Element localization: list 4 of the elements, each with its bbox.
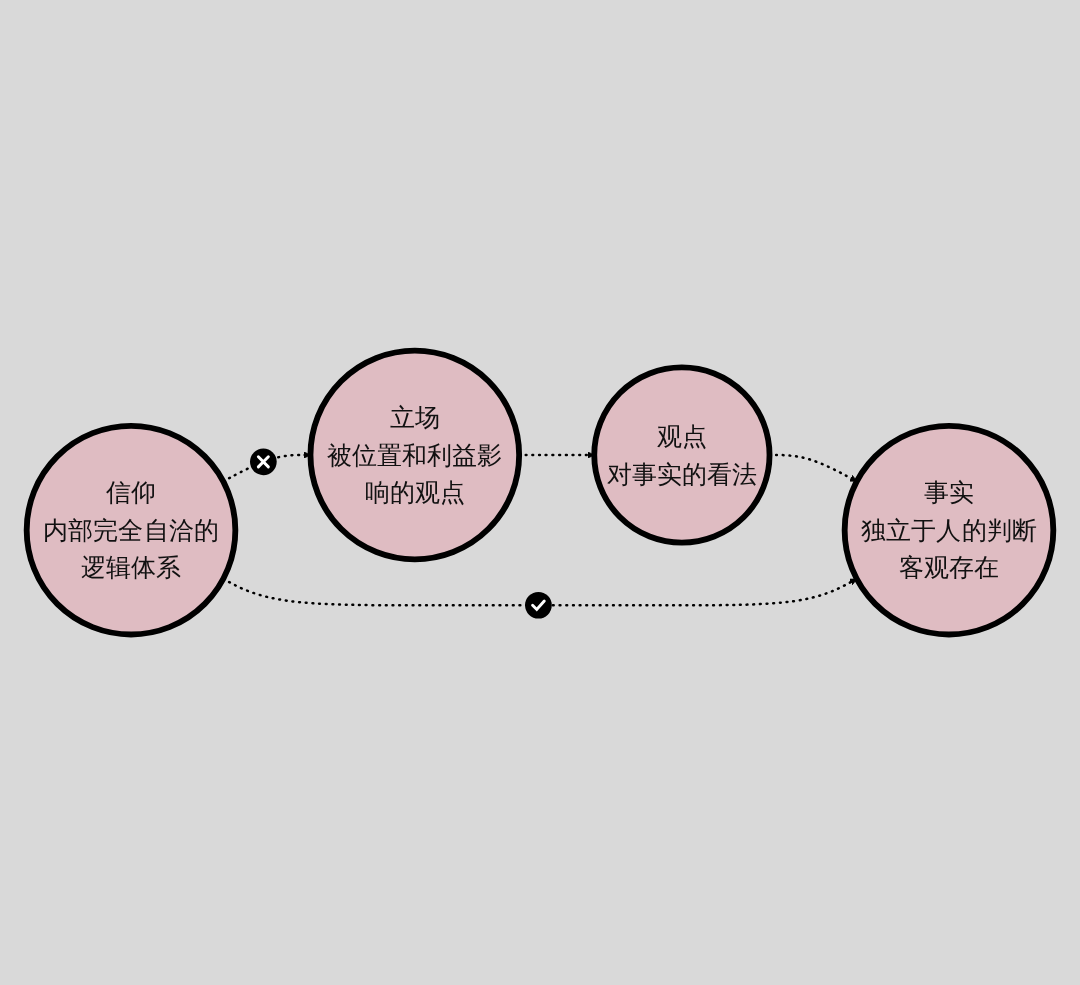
node-circle: 观点 对事实的看法: [591, 364, 773, 546]
node-circle: 事实 独立于人的判断客观存在: [841, 422, 1057, 638]
node-circle: 信仰 内部完全自洽的逻辑体系: [23, 422, 239, 638]
node-circle: 立场 被位置和利益影响的观点: [307, 347, 523, 563]
